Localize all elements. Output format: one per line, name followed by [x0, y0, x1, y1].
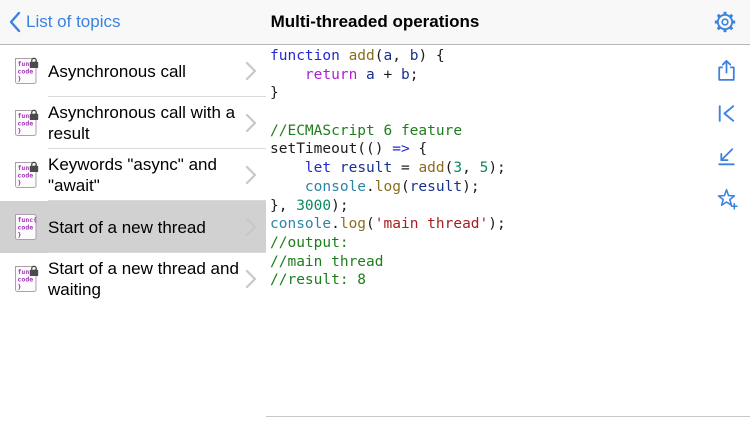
- add-favorite-button[interactable]: [712, 185, 740, 213]
- page-title: Multi-threaded operations: [270, 12, 480, 31]
- sidebar-item-asynchronous-call[interactable]: func{ code } Asynchronous call: [0, 45, 266, 97]
- code-line: return a + b;: [304, 66, 419, 83]
- svg-text:code: code: [18, 172, 34, 180]
- action-toolbar: [711, 56, 741, 228]
- code-line: let result = add(3, 5);: [304, 160, 506, 177]
- lock-icon: [29, 265, 39, 276]
- skip-to-start-button[interactable]: [712, 99, 740, 127]
- svg-text:func{: func{: [18, 268, 38, 276]
- svg-text:}: }: [18, 127, 22, 135]
- code-line: [270, 103, 706, 122]
- jump-to-end-icon: [717, 147, 735, 165]
- svg-text:}: }: [18, 231, 22, 239]
- code-line: //output:: [270, 234, 349, 251]
- code-line: console.log(result);: [304, 178, 480, 195]
- gear-icon: [714, 11, 736, 33]
- lock-icon: [29, 109, 39, 120]
- chevron-right-icon: [245, 165, 257, 185]
- svg-text:code: code: [18, 68, 34, 76]
- chevron-right-icon: [245, 61, 257, 81]
- code-view: function add(a, b) { return a + b;} //ECM…: [270, 47, 706, 290]
- navigation-bar: List of topics Multi-threaded operations: [0, 0, 750, 45]
- add-favorite-star-icon: [717, 188, 738, 210]
- svg-text:func{: func{: [18, 164, 38, 172]
- sidebar-item-keywords-async-and-await[interactable]: func{ code } Keywords "async" and "await…: [0, 149, 266, 201]
- code-doc-icon: func{ code }: [15, 214, 38, 240]
- chevron-left-icon: [9, 11, 21, 33]
- lock-icon: [29, 161, 39, 172]
- code-line: //result: 8: [270, 272, 367, 289]
- svg-text:code: code: [18, 276, 34, 284]
- share-button[interactable]: [712, 56, 740, 84]
- list-item-label: Start of a new thread: [48, 217, 206, 237]
- code-doc-icon: func{ code }: [15, 109, 39, 136]
- code-doc-icon: func{ code }: [15, 265, 39, 292]
- svg-text:}: }: [18, 179, 22, 187]
- back-button[interactable]: List of topics: [8, 0, 121, 44]
- code-line: console.log('main thread');: [270, 216, 506, 233]
- list-item-label: Asynchronous call with a result: [48, 103, 236, 143]
- svg-text:}: }: [18, 283, 22, 291]
- jump-to-end-button[interactable]: [712, 142, 740, 170]
- list-item-label: Start of a new thread and waiting: [48, 259, 239, 299]
- sidebar-item-asynchronous-call-with-a-result[interactable]: func{ code } Asynchronous call with a re…: [0, 97, 266, 149]
- lock-icon: [29, 57, 39, 68]
- list-item-label: Asynchronous call: [48, 61, 186, 81]
- chevron-right-icon: [245, 269, 257, 289]
- svg-text:code: code: [18, 224, 34, 232]
- chevron-right-icon: [245, 113, 257, 133]
- code-doc-icon: func{ code }: [15, 57, 39, 84]
- svg-text:func{: func{: [18, 216, 38, 224]
- share-icon: [717, 59, 735, 81]
- svg-text:}: }: [18, 75, 22, 83]
- list-item-label: Keywords "async" and "await": [48, 155, 217, 195]
- code-doc-icon: func{ code }: [15, 161, 39, 188]
- svg-text:func{: func{: [18, 112, 38, 120]
- skip-to-start-icon: [718, 104, 734, 122]
- sidebar-item-start-of-a-new-thread[interactable]: func{ code } Start of a new thread: [0, 201, 266, 253]
- sidebar-item-start-of-a-new-thread-and-waiting[interactable]: func{ code } Start of a new thread and w…: [0, 253, 266, 305]
- svg-text:code: code: [18, 120, 34, 128]
- topics-list: func{ code } Asynchronous call func{ cod…: [0, 45, 266, 305]
- svg-text:func{: func{: [18, 60, 38, 68]
- code-line: }, 3000);: [270, 197, 349, 214]
- back-button-label: List of topics: [26, 12, 121, 31]
- code-line: //main thread: [270, 253, 384, 270]
- code-line: setTimeout(() => {: [270, 141, 428, 158]
- settings-button[interactable]: [710, 7, 740, 37]
- code-line: //ECMAScript 6 feature: [270, 122, 463, 139]
- content-bottom-separator: [266, 416, 750, 417]
- code-line: function add(a, b) {: [270, 48, 445, 64]
- chevron-right-icon: [245, 217, 257, 237]
- code-line: }: [270, 85, 279, 102]
